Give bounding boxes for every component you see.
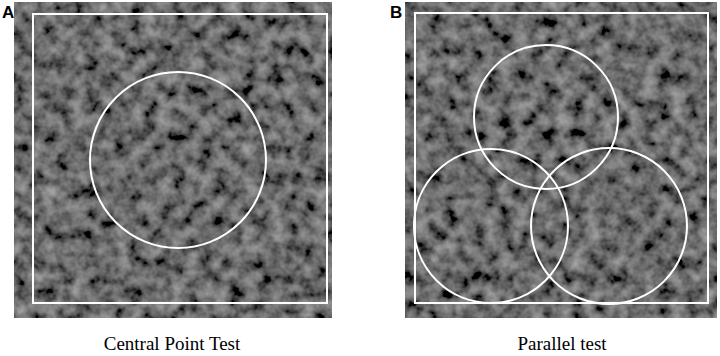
aggregate-texture [405,2,717,318]
test-circle [474,45,618,189]
panel-caption: Parallel test [517,334,606,353]
panel-letter: A [2,4,14,21]
panel-letter: B [390,4,402,21]
specimen-outline [415,13,708,303]
aggregate-image [14,2,332,318]
test-circle [531,148,687,304]
panel-b [405,2,717,318]
test-circle [90,72,266,248]
aggregate-image [405,2,717,318]
panel-caption: Central Point Test [104,334,241,353]
aggregate-texture [14,2,332,318]
specimen-outline [33,14,327,303]
panel-a [14,2,332,318]
test-circle [414,149,568,303]
